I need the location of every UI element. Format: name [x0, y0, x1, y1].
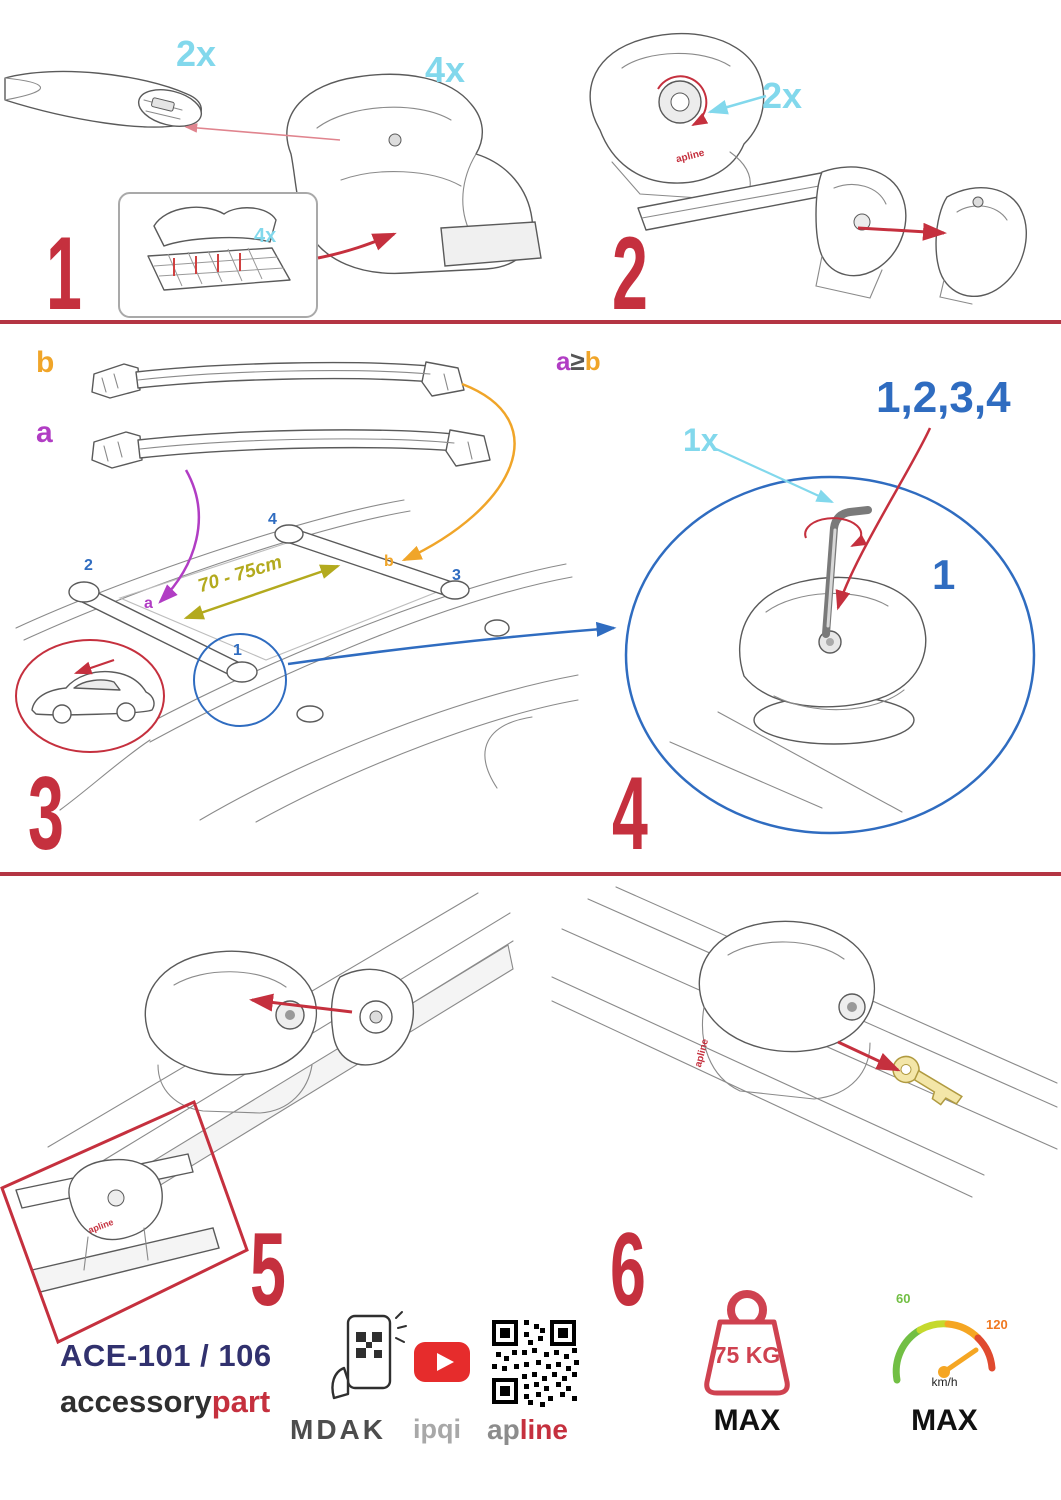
bar-a-label: a [36, 416, 53, 449]
qr-code-icon [492, 1320, 579, 1407]
model-number: ACE-101 / 106 [60, 1338, 272, 1373]
crossbar-a-illustration [91, 429, 491, 469]
speed-low-label: 60 [896, 1291, 911, 1306]
ipqi-logo-text: ipqi [413, 1414, 461, 1444]
step1-foot-qty-label: 4x [425, 49, 466, 90]
roof-position-2: 2 [84, 557, 93, 574]
step3-number: 3 [28, 756, 64, 872]
tightening-detail-illustration [669, 506, 927, 813]
rubber-pad-illustration [147, 206, 291, 291]
mdak-logo-text: MDAK [290, 1414, 386, 1445]
roof-label-a: a [144, 595, 153, 612]
tighten-sequence-label: 1,2,3,4 [876, 373, 1011, 422]
speedometer-icon [892, 1320, 996, 1384]
speed-unit-label: km/h [931, 1375, 958, 1389]
step4-number: 4 [612, 756, 648, 872]
mounted-bar-inset-illustration [15, 1153, 220, 1293]
key-locking-illustration [551, 886, 1058, 1198]
car-inset-illustration [15, 639, 165, 753]
step6-number: 6 [610, 1212, 646, 1328]
key-icon [892, 1055, 963, 1106]
length-formula: a≥b [556, 348, 601, 374]
youtube-icon [414, 1342, 470, 1382]
roof-position-1: 1 [233, 642, 242, 659]
step1-bar-qty-label: 2x [176, 33, 217, 74]
roof-position-4: 4 [268, 511, 277, 528]
section-divider-2 [0, 872, 1061, 876]
step4-first-position-label: 1 [932, 551, 956, 598]
step2-qty-label: 2x [762, 75, 803, 116]
max-speed-label: MAX [911, 1404, 978, 1437]
formula-operator: ≥ [570, 346, 585, 376]
formula-a: a [556, 346, 571, 376]
apline-logo-text: apline [487, 1416, 568, 1444]
roof-label-b: b [384, 553, 394, 570]
apline-ap: ap [487, 1414, 520, 1445]
step1-number: 1 [46, 216, 82, 332]
step1-pad-qty-label: 4x [254, 225, 277, 247]
speed-high-label: 120 [986, 1317, 1008, 1332]
roof-position-3: 3 [452, 567, 461, 584]
bar-with-foot-illustration [637, 166, 907, 299]
apline-line: line [519, 1414, 568, 1445]
max-load-label: MAX [713, 1404, 781, 1437]
bar-b-label: b [36, 346, 55, 379]
step4-tool-qty-label: 1x [683, 422, 719, 458]
step2-number: 2 [612, 216, 648, 332]
end-cap-illustration [935, 187, 1028, 305]
formula-b: b [584, 346, 601, 376]
brand-part: part [211, 1384, 271, 1419]
brand-accessory: accessory [60, 1384, 212, 1419]
section-divider-1 [0, 320, 1061, 324]
crossbar-end-illustration [4, 70, 203, 128]
brand-wordmark: accessorypart [60, 1386, 270, 1417]
max-load-weight-icon [704, 1290, 790, 1396]
crossbar-b-illustration [91, 361, 465, 399]
phone-qr-scan-icon [331, 1311, 407, 1400]
max-load-value: 75 KG [713, 1342, 781, 1368]
step5-number: 5 [250, 1212, 286, 1328]
